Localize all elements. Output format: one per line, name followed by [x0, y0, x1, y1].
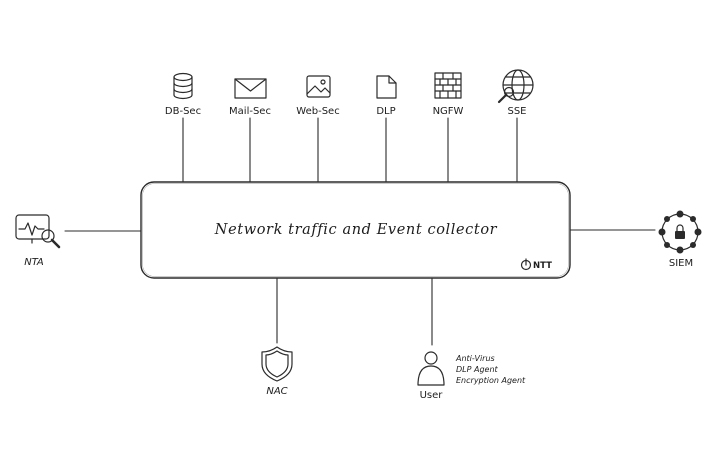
database-icon: [173, 72, 193, 100]
node-ngfw: NGFW: [433, 72, 464, 117]
user-icon: [417, 351, 445, 386]
node-dlp: DLP: [376, 75, 397, 117]
dlp-label: DLP: [376, 106, 395, 117]
nac-label: NAC: [266, 386, 287, 397]
agent-item-encryption: Encryption Agent: [456, 376, 526, 385]
node-siem: SIEM: [658, 210, 702, 269]
nta-label: NTA: [24, 257, 44, 268]
node-mail-sec: Mail-Sec: [229, 78, 271, 117]
sse-label: SSE: [507, 106, 526, 117]
web-sec-label: Web-Sec: [296, 106, 339, 117]
connector-lines: [64, 117, 656, 346]
brand-label: NTT: [533, 261, 552, 271]
globe-search-icon: [497, 69, 534, 104]
network-lock-icon: [658, 210, 702, 254]
monitor-search-icon: [15, 214, 61, 249]
power-icon: [520, 258, 532, 271]
envelope-icon: [234, 78, 267, 99]
collector-title: Network traffic and Event collector: [214, 222, 498, 238]
collector-box: Network traffic and Event collector NTT: [140, 181, 571, 279]
node-nta: NTA: [15, 214, 61, 268]
siem-label: SIEM: [669, 258, 693, 269]
shield-icon: [261, 346, 293, 382]
node-db-sec: DB-Sec: [165, 72, 201, 117]
node-web-sec: Web-Sec: [296, 75, 340, 117]
document-icon: [376, 75, 397, 99]
image-icon: [306, 75, 331, 98]
node-user: User Anti-Virus DLP Agent Encryption Age…: [417, 351, 526, 401]
agent-item-dlp: DLP Agent: [456, 365, 499, 374]
node-sse: SSE: [497, 69, 534, 117]
node-nac: NAC: [261, 346, 293, 397]
agent-item-anti-virus: Anti-Virus: [455, 354, 495, 363]
db-sec-label: DB-Sec: [165, 106, 201, 117]
user-label: User: [420, 390, 444, 401]
firewall-icon: [434, 72, 462, 99]
mail-sec-label: Mail-Sec: [229, 106, 271, 117]
ngfw-label: NGFW: [433, 106, 464, 117]
